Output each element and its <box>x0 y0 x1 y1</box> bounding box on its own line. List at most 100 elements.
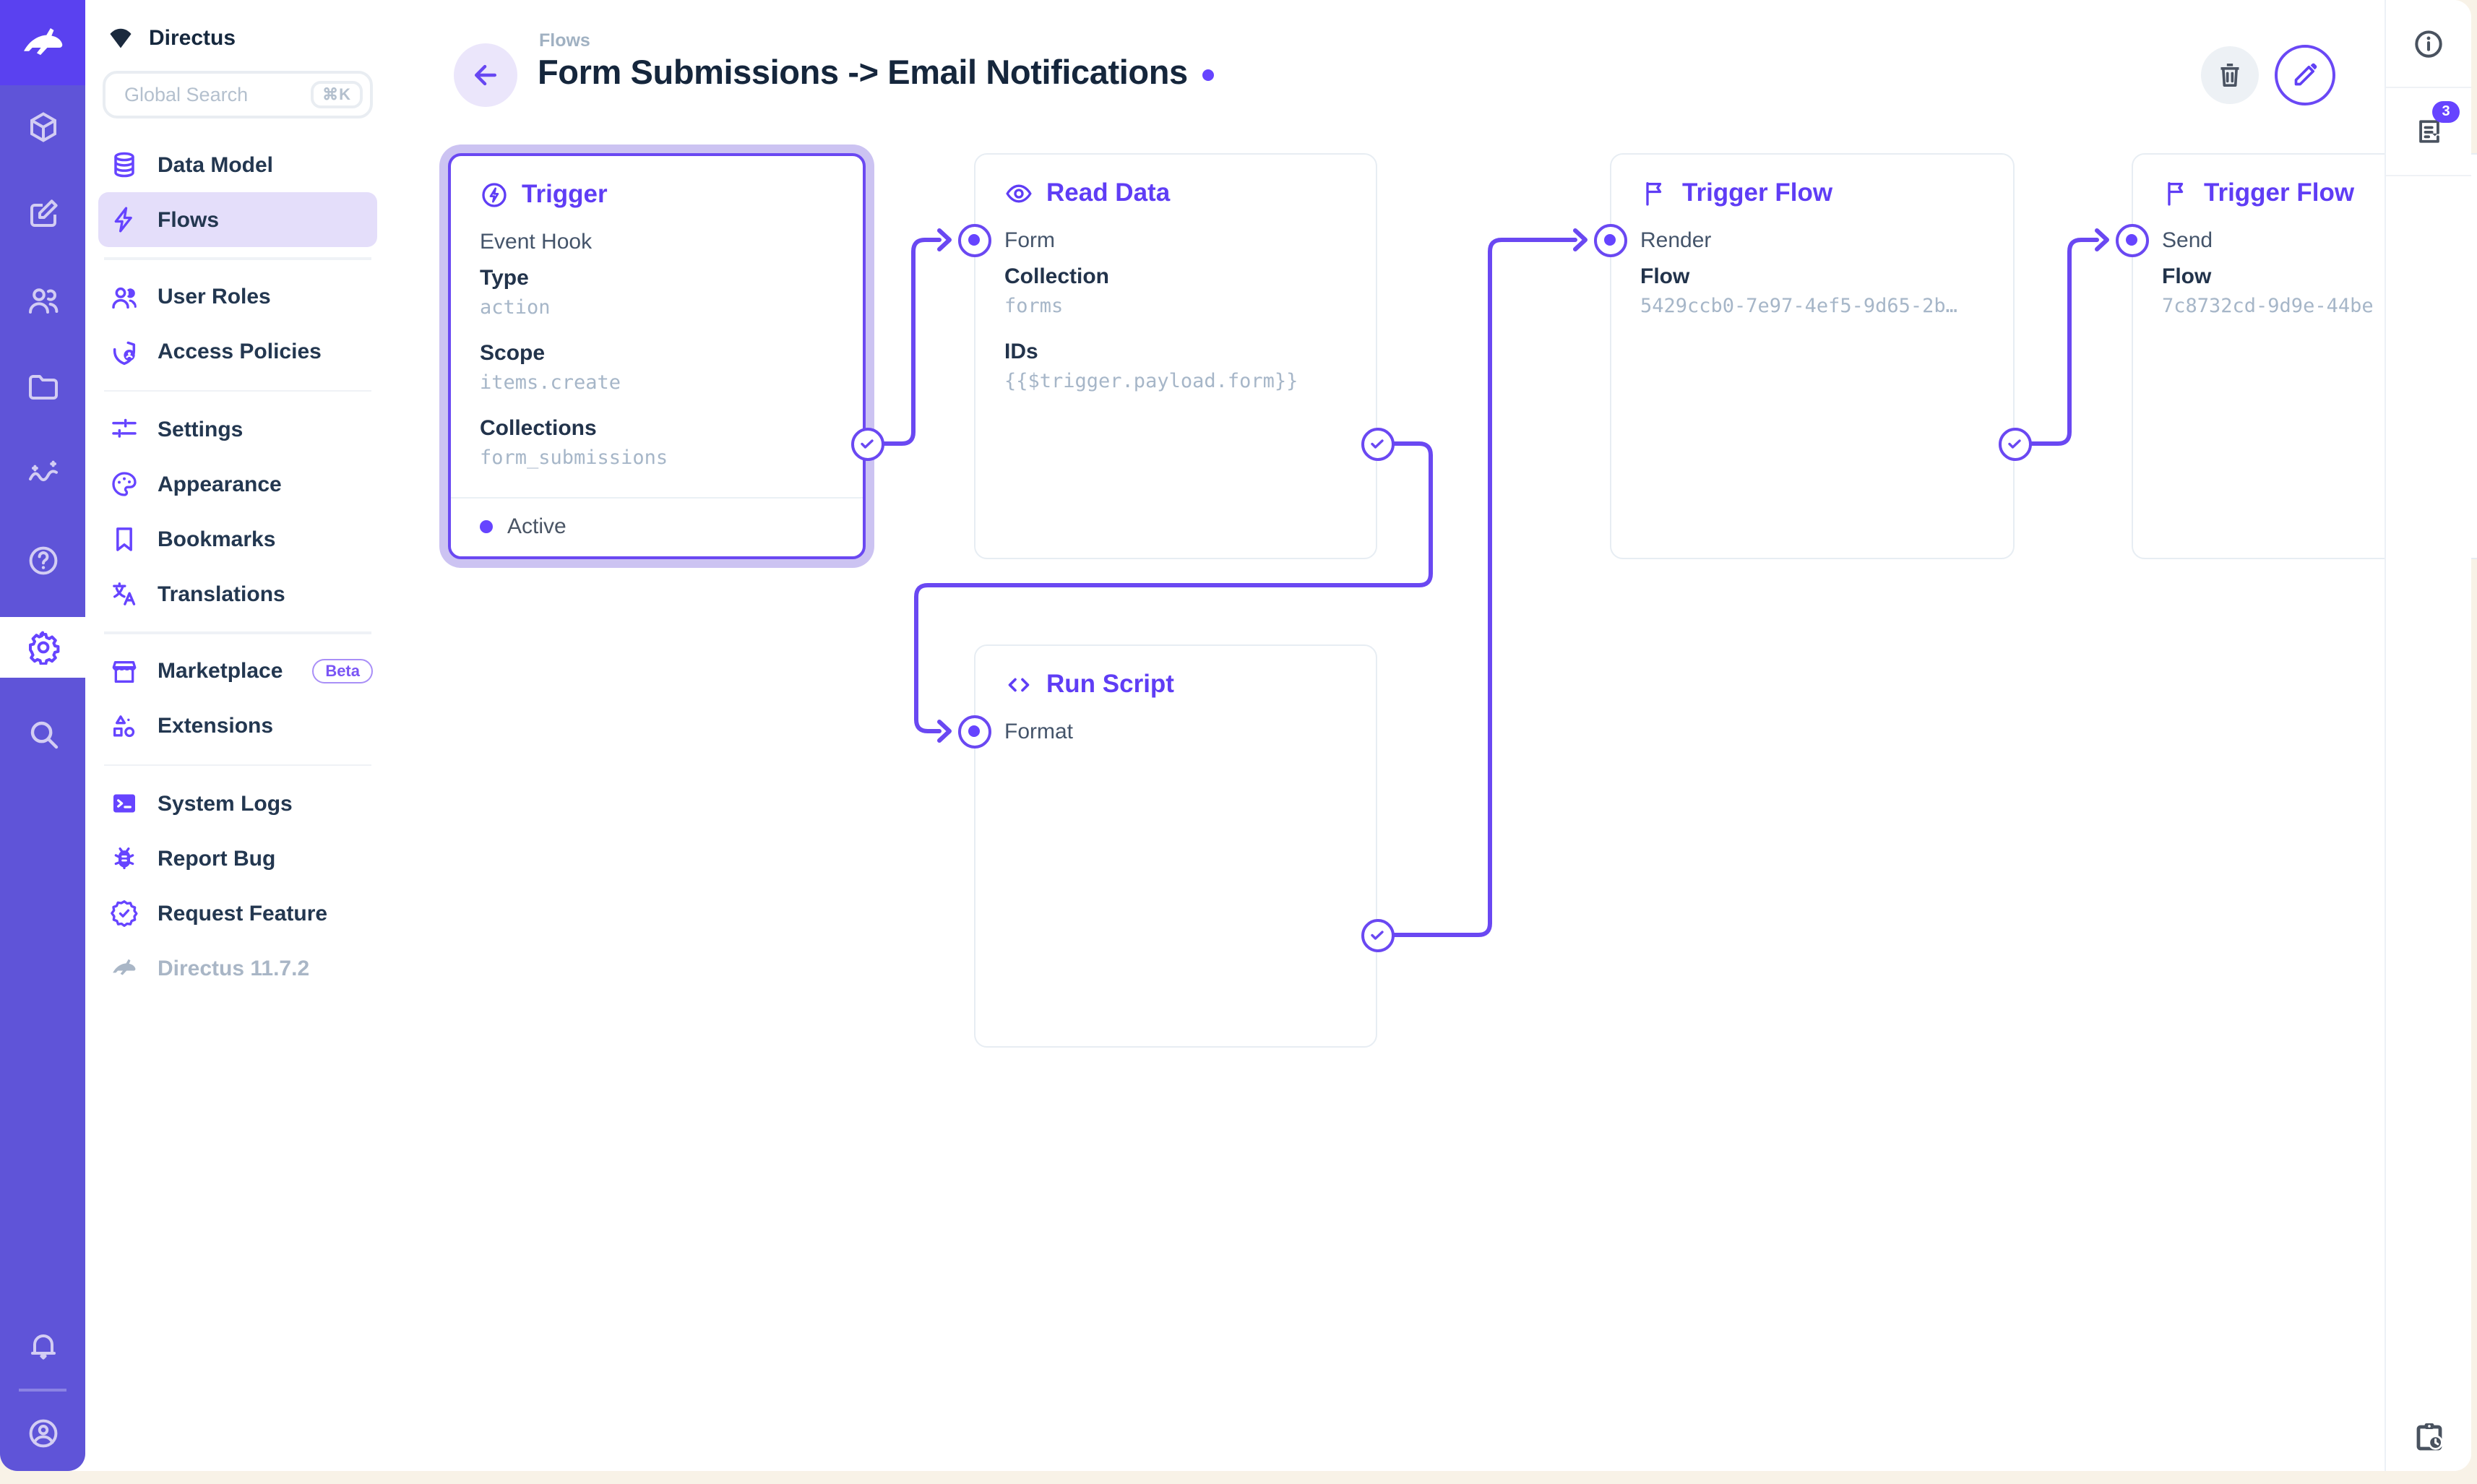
terminal-icon <box>110 789 139 818</box>
sidebar-item-label: Report Bug <box>158 846 276 871</box>
operation-name: Form <box>1004 228 1055 253</box>
input-connector-trigger-flow-render[interactable] <box>1593 223 1627 256</box>
bell-icon[interactable] <box>25 1329 60 1364</box>
storefront-icon <box>110 657 139 686</box>
bug-icon <box>110 844 139 873</box>
trigger-flow-panel-title: Trigger Flow <box>2133 155 2477 208</box>
edit-flow-button[interactable] <box>2275 45 2335 105</box>
breadcrumb[interactable]: Flows <box>539 30 590 51</box>
sidebar-item-system-logs[interactable]: System Logs <box>85 776 390 831</box>
directus-logo[interactable] <box>0 0 85 85</box>
users-module-icon[interactable] <box>25 283 60 318</box>
project-logo-icon <box>107 25 134 52</box>
status-label: Active <box>507 514 567 539</box>
sidebar-item-label: User Roles <box>158 285 271 309</box>
input-connector-read-data[interactable] <box>957 223 991 256</box>
module-bar <box>0 0 85 1471</box>
trash-icon <box>2215 61 2244 90</box>
flow-color-dot <box>1202 69 1214 81</box>
edge-trigger-flow-render-to-send <box>2030 238 2099 446</box>
database-icon <box>110 150 139 179</box>
sidebar-item-label: Flows <box>158 207 220 232</box>
logs-button[interactable]: 3 <box>2386 88 2471 176</box>
notifications-badge: 3 <box>2432 101 2460 123</box>
shield-user-icon <box>110 337 139 366</box>
search-module-icon[interactable] <box>25 717 60 751</box>
field-value: 7c8732cd-9d9e-44be <box>2162 295 2374 318</box>
field-value: {{$trigger.payload.form}} <box>1004 370 1298 393</box>
trigger-panel-title: Trigger <box>451 156 863 210</box>
delete-flow-button[interactable] <box>2201 46 2259 104</box>
editor-module-icon[interactable] <box>25 197 60 231</box>
seal-check-icon <box>110 899 139 928</box>
insights-module-icon[interactable] <box>25 457 60 491</box>
run-script-panel-title: Run Script <box>975 646 1376 699</box>
operation-name: Render <box>1640 228 1712 253</box>
activity-button[interactable] <box>2386 1419 2473 1454</box>
search-input[interactable] <box>121 82 283 107</box>
trigger-flow-panel-title: Trigger Flow <box>1611 155 2013 208</box>
logs-icon <box>2413 116 2444 147</box>
global-search[interactable]: ⌘K <box>103 71 373 118</box>
module-bar-divider <box>19 1389 66 1391</box>
field-label: Collections <box>480 416 597 441</box>
shapes-icon <box>110 712 139 741</box>
right-sidebar: 3 <box>2385 0 2471 1471</box>
sidebar-item-report-bug[interactable]: Report Bug <box>85 831 390 886</box>
field-label: Flow <box>1640 264 1690 289</box>
sidebar-item-translations[interactable]: Translations <box>85 566 390 621</box>
sidebar-item-marketplace[interactable]: Marketplace Beta <box>85 644 390 699</box>
edge-run-script-to-trigger-flow-render <box>1392 238 1577 937</box>
sidebar-item-appearance[interactable]: Appearance <box>85 457 390 512</box>
field-value: items.create <box>480 371 621 394</box>
code-icon <box>1004 670 1033 699</box>
search-shortcut: ⌘K <box>311 81 363 108</box>
sidebar-item-user-roles[interactable]: User Roles <box>85 269 390 324</box>
sidebar-item-bookmarks[interactable]: Bookmarks <box>85 512 390 566</box>
sidebar-item-label: Bookmarks <box>158 527 276 551</box>
beta-badge: Beta <box>312 659 373 683</box>
gear-icon <box>25 630 60 665</box>
input-connector-trigger-flow-send[interactable] <box>2115 223 2148 256</box>
trigger-flow-render-panel[interactable]: Trigger Flow Render Flow 5429ccb0-7e97-4… <box>1610 153 2015 559</box>
sidebar-item-label: Request Feature <box>158 901 328 926</box>
app-version: Directus 11.7.2 <box>85 941 390 996</box>
sidebar-item-label: Marketplace <box>158 659 283 683</box>
sidebar-item-access-policies[interactable]: Access Policies <box>85 324 390 379</box>
sidebar-item-settings[interactable]: Settings <box>85 402 390 457</box>
page-title: Form Submissions -> Email Notifications <box>538 53 1214 92</box>
users-icon <box>110 282 139 311</box>
field-label: IDs <box>1004 340 1038 364</box>
user-avatar-icon[interactable] <box>25 1416 60 1451</box>
sliders-icon <box>110 415 139 444</box>
operation-name: Send <box>2162 228 2213 253</box>
output-connector-trigger[interactable] <box>850 427 884 460</box>
project-header[interactable]: Directus <box>85 0 390 52</box>
sidebar-item-request-feature[interactable]: Request Feature <box>85 886 390 941</box>
sidebar-item-extensions[interactable]: Extensions <box>85 699 390 754</box>
pencil-icon <box>2291 61 2319 90</box>
settings-module-active[interactable] <box>0 617 85 678</box>
output-connector-run-script[interactable] <box>1361 918 1394 952</box>
output-connector-trigger-flow-render[interactable] <box>1998 427 2031 460</box>
trigger-panel[interactable]: Trigger Event Hook Type action Scope ite… <box>448 153 866 559</box>
output-connector-read-data[interactable] <box>1361 427 1394 460</box>
back-button[interactable] <box>454 43 517 107</box>
read-data-panel[interactable]: Read Data Form Collection forms IDs {{$t… <box>974 153 1377 559</box>
sidebar-item-label: System Logs <box>158 791 293 816</box>
info-button[interactable] <box>2386 0 2471 88</box>
run-script-panel[interactable]: Run Script Format <box>974 644 1377 1048</box>
sidebar-item-data-model[interactable]: Data Model <box>85 137 390 192</box>
input-connector-run-script[interactable] <box>957 715 991 748</box>
field-label: Type <box>480 266 529 290</box>
active-status-dot <box>480 520 493 533</box>
help-module-icon[interactable] <box>25 543 60 578</box>
sidebar-item-flows[interactable]: Flows <box>98 192 377 247</box>
operation-name: Format <box>1004 720 1074 744</box>
project-name: Directus <box>149 26 236 51</box>
content-module-icon[interactable] <box>25 110 60 144</box>
files-module-icon[interactable] <box>25 370 60 405</box>
flag-icon <box>2162 178 2191 207</box>
flag-icon <box>1640 178 1669 207</box>
